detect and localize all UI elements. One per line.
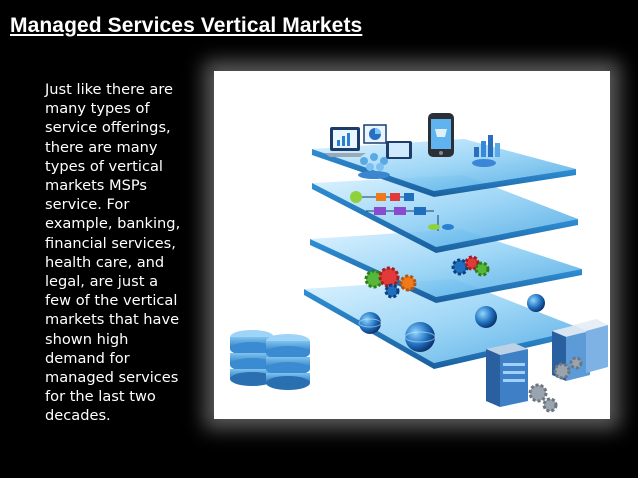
illustration-svg [230, 113, 608, 413]
server-icon [486, 343, 558, 413]
body-paragraph: Just like there are many types of servic… [45, 80, 195, 426]
body-line: shown high [45, 330, 129, 348]
gears-icon [451, 255, 490, 277]
bar-chart-icon [472, 135, 500, 167]
body-line: many types of [45, 100, 150, 118]
body-line: few of the vertical [45, 292, 178, 310]
tablet-icon [386, 141, 412, 159]
body-line: managed services [45, 369, 179, 387]
smartphone-cart-icon [428, 113, 454, 157]
body-line: legal, are just a [45, 273, 159, 291]
body-line: markets that have [45, 311, 180, 329]
database-icon [230, 330, 310, 390]
body-line: Just like there are [45, 81, 174, 98]
body-line: types of vertical [45, 157, 163, 175]
body-line: example, banking, [45, 215, 181, 233]
gears-icon [364, 266, 417, 299]
body-line: demand for [45, 349, 130, 367]
body-line: decades. [45, 407, 111, 425]
layer-plate-1 [312, 139, 576, 197]
body-line: for the last two [45, 388, 156, 406]
body-line: financial services, [45, 234, 176, 252]
laptop-chart-icon [324, 127, 366, 157]
body-line: service offerings, [45, 119, 171, 137]
slide-title: Managed Services Vertical Markets [10, 14, 363, 37]
body-line: there are many [45, 138, 158, 156]
body-line: service. For [45, 196, 130, 214]
body-line: markets MSPs [45, 177, 148, 195]
pie-chart-icon [363, 124, 387, 144]
server-icon [552, 319, 608, 381]
body-line: health care, and [45, 253, 165, 271]
globe-icon [358, 294, 545, 352]
layered-services-illustration [214, 71, 610, 419]
users-group-icon [358, 153, 390, 179]
flowchart-icon [350, 191, 454, 231]
